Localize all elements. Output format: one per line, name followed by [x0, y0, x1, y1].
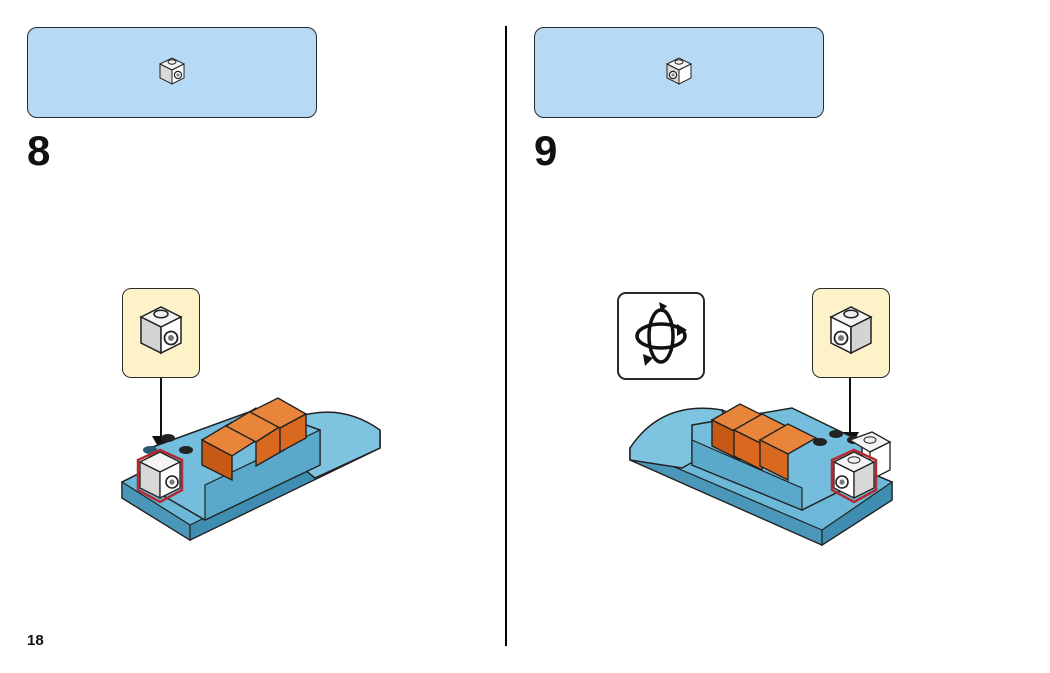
- part-callout: [122, 288, 200, 378]
- page-number: 18: [27, 632, 44, 649]
- white-brick-with-side-stud-icon: [139, 306, 183, 355]
- white-brick-with-side-stud-icon: [829, 306, 873, 355]
- part-callout: [812, 288, 890, 378]
- white-brick-with-side-stud-icon: [158, 57, 186, 85]
- parts-list-box: [534, 27, 824, 118]
- model-illustration: [121, 378, 381, 542]
- step-number: 8: [27, 127, 51, 174]
- white-brick-with-side-stud-icon: [665, 57, 693, 85]
- page-divider: [505, 26, 507, 646]
- rotate-model-box: [617, 292, 705, 380]
- highlight-outline: [830, 448, 878, 504]
- step-8-panel: 8: [0, 0, 506, 673]
- step-number: 9: [534, 127, 558, 174]
- model-illustration: [629, 378, 893, 547]
- step-9-panel: 9: [507, 0, 1013, 673]
- parts-list-box: [27, 27, 317, 118]
- highlight-outline: [136, 448, 184, 504]
- rotate-model-icon: [635, 302, 687, 366]
